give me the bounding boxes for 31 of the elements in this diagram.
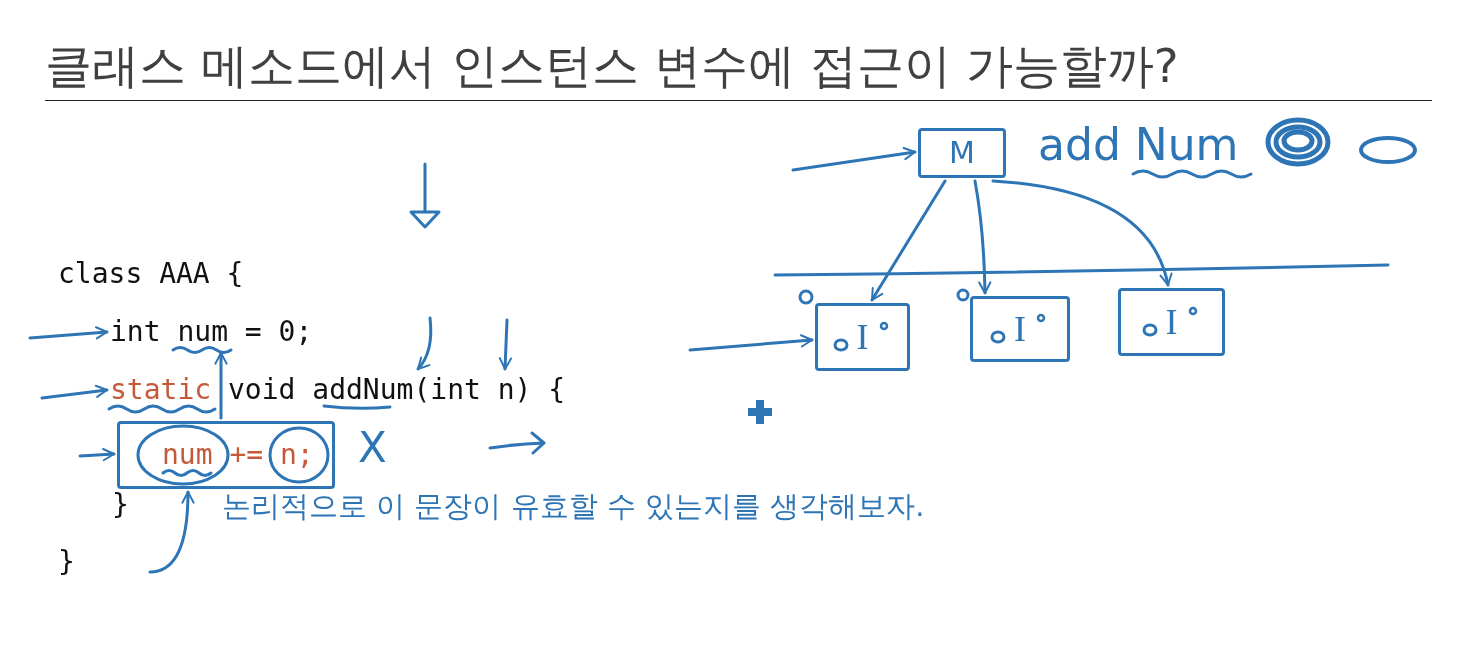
title: 클래스 메소드에서 인스턴스 변수에 접근이 가능할까? xyxy=(45,37,1179,95)
handwritten-text: add Num xyxy=(1038,120,1239,170)
arrow xyxy=(148,490,195,574)
arrow xyxy=(28,326,109,340)
code-line: } xyxy=(58,544,75,580)
method-box xyxy=(918,128,1006,178)
code-line: int num = 0; xyxy=(110,314,313,350)
code-text: num += n; xyxy=(162,438,314,471)
arrow xyxy=(991,179,1172,287)
code-line: } xyxy=(112,487,129,523)
code-line: class AAA { xyxy=(58,256,244,292)
arrow xyxy=(40,384,109,400)
instance-box xyxy=(1118,288,1225,356)
arrow xyxy=(688,334,814,352)
handwritten-text: X xyxy=(358,424,387,472)
note-text: 논리적으로 이 문장이 유효할 수 있는지를 생각해보자. xyxy=(222,490,925,522)
arrow xyxy=(416,316,433,371)
highlight-box xyxy=(117,421,335,489)
handwritten-letter: I xyxy=(856,317,869,357)
handwritten-letter: M xyxy=(949,136,975,170)
arrow xyxy=(870,179,947,302)
arrow xyxy=(973,179,992,295)
instance-box xyxy=(970,296,1070,362)
handwritten-letter: I xyxy=(1165,302,1178,342)
code-line: static void addNum(int n) { xyxy=(110,372,566,408)
arrow xyxy=(78,448,116,462)
arrow xyxy=(791,147,917,172)
instance-box xyxy=(815,303,910,371)
arrow xyxy=(214,351,228,420)
arrow xyxy=(498,318,513,371)
handwritten-letter: I xyxy=(1014,309,1026,349)
